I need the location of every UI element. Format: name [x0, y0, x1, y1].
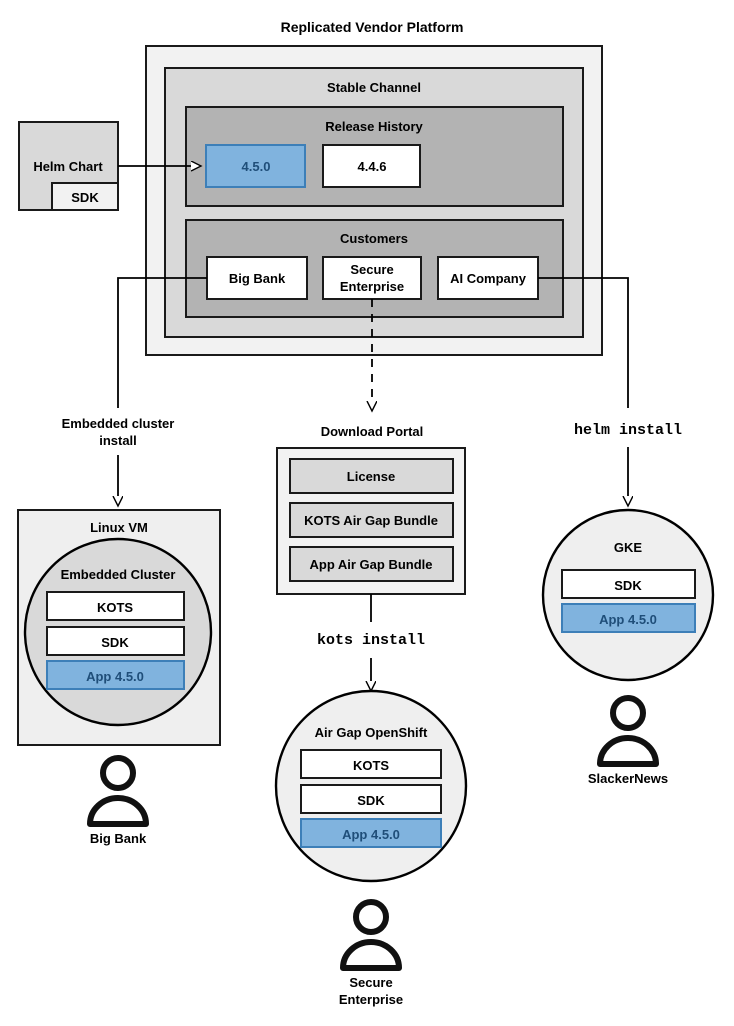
customer-ai-company-label: AI Company: [450, 271, 527, 286]
customer-big-bank[interactable]: [206, 256, 308, 300]
gke-component-app[interactable]: [561, 603, 696, 633]
edge-kots-install-label: kots install: [317, 632, 425, 649]
gke-component-app-label: App 4.5.0: [599, 612, 657, 627]
linux-vm-component-sdk-label: SDK: [101, 635, 129, 650]
edge-embedded-install-label-line2: install: [99, 433, 137, 448]
openshift-component-app-label: App 4.5.0: [342, 827, 400, 842]
deployment-linux-vm-host-label: Linux VM: [90, 520, 148, 535]
portal-item-app-air-gap-bundle-label: App Air Gap Bundle: [309, 557, 432, 572]
customers-label: Customers: [340, 231, 408, 246]
release-4-4-6[interactable]: [322, 144, 421, 188]
release-history-label: Release History: [325, 119, 423, 134]
person-icon-big-bank: [87, 755, 149, 827]
edge-embedded-install-label-line1: Embedded cluster: [62, 416, 175, 431]
openshift-component-sdk-label: SDK: [357, 793, 385, 808]
helm-chart-sdk-label: SDK: [71, 190, 99, 205]
linux-vm-component-kots-label: KOTS: [97, 600, 133, 615]
deployment-gke-customer-label: SlackerNews: [588, 771, 668, 786]
linux-vm-component-app[interactable]: [46, 660, 185, 690]
portal-item-kots-air-gap-bundle-label: KOTS Air Gap Bundle: [304, 513, 438, 528]
person-icon-slackernews: [597, 695, 659, 767]
stable-channel-label: Stable Channel: [327, 80, 421, 95]
linux-vm-component-sdk[interactable]: [46, 626, 185, 656]
linux-vm-component-app-label: App 4.5.0: [86, 669, 144, 684]
edge-big-bank-down: [117, 277, 207, 408]
release-4-5-0-label: 4.5.0: [242, 159, 271, 174]
portal-item-app-air-gap-bundle[interactable]: [289, 546, 454, 582]
gke-component-sdk[interactable]: [561, 569, 696, 599]
helm-chart-label: Helm Chart: [33, 159, 103, 174]
customer-secure-enterprise[interactable]: [322, 256, 422, 300]
page-title: Replicated Vendor Platform: [281, 19, 464, 35]
customer-ai-company[interactable]: [437, 256, 539, 300]
customer-secure-enterprise-label-line1: Secure: [350, 262, 393, 277]
openshift-component-kots[interactable]: [300, 749, 442, 779]
deployment-openshift-customer-label-line2: Enterprise: [339, 992, 403, 1007]
embedded-cluster-label: Embedded Cluster: [61, 567, 176, 582]
release-4-5-0[interactable]: [205, 144, 306, 188]
customer-secure-enterprise-label-line2: Enterprise: [340, 279, 404, 294]
deployment-openshift-customer-label-line1: Secure: [349, 975, 392, 990]
person-icon-secure-enterprise: [340, 899, 402, 971]
openshift-component-kots-label: KOTS: [353, 758, 389, 773]
portal-item-license-label: License: [347, 469, 395, 484]
gke-component-sdk-label: SDK: [614, 578, 642, 593]
portal-item-license[interactable]: [289, 458, 454, 494]
openshift-component-app[interactable]: [300, 818, 442, 848]
openshift-component-sdk[interactable]: [300, 784, 442, 814]
customer-big-bank-label: Big Bank: [229, 271, 286, 286]
linux-vm-component-kots[interactable]: [46, 591, 185, 621]
portal-item-kots-air-gap-bundle[interactable]: [289, 502, 454, 538]
helm-chart-sdk-box[interactable]: [51, 182, 119, 211]
edge-ai-company-down: [538, 277, 629, 408]
download-portal-title: Download Portal: [321, 424, 424, 439]
deployment-openshift-host-label: Air Gap OpenShift: [315, 725, 428, 740]
deployment-gke-host-label: GKE: [614, 540, 643, 555]
release-4-4-6-label: 4.4.6: [358, 159, 387, 174]
deployment-linux-vm-customer-label: Big Bank: [90, 831, 147, 846]
edge-helm-install-label: helm install: [574, 422, 682, 439]
